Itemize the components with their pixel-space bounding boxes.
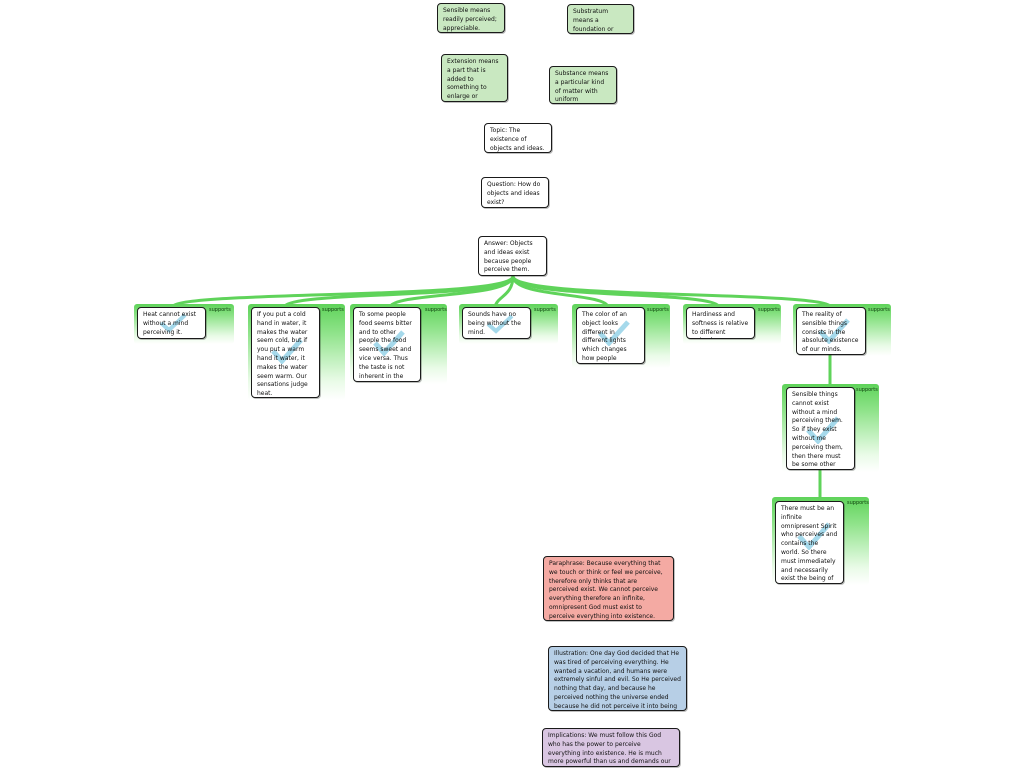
reason-spirit[interactable]: There must be an infinite omnipresent Sp… [775, 501, 844, 584]
answer-node[interactable]: Answer: Objects and ideas exist because … [478, 236, 547, 276]
supports-label-reality: supports [868, 307, 890, 313]
reason-food[interactable]: To some people food seems bitter and to … [353, 307, 421, 382]
supports-label-heat: supports [209, 307, 231, 313]
answer-text: Answer: Objects and ideas exist because … [484, 240, 533, 274]
reason-hardiness[interactable]: Hardiness and softness is relative to di… [686, 307, 755, 339]
paraphrase-text: Paraphrase: Because everything that we t… [549, 560, 663, 620]
reason-food-text: To some people food seems bitter and to … [359, 311, 412, 380]
definition-sensible-text: Sensible means readily perceived; apprec… [443, 7, 497, 32]
connector-answer-hardiness [511, 274, 721, 309]
definition-sensible[interactable]: Sensible means readily perceived; apprec… [437, 3, 505, 33]
reason-color[interactable]: The color of an object looks different i… [576, 307, 645, 364]
reason-reality[interactable]: The reality of sensible things consists … [796, 307, 866, 355]
definition-extension[interactable]: Extension means a part that is added to … [441, 54, 508, 102]
reason-sounds-text: Sounds have no being without the mind. [468, 311, 521, 336]
question-text: Question: How do objects and ideas exist… [487, 181, 541, 206]
illustration-node[interactable]: Illustration: One day God decided that H… [548, 646, 687, 711]
implications-text: Implications: We must follow this God wh… [548, 732, 671, 766]
reason-water[interactable]: If you put a cold hand in water, it make… [251, 307, 320, 398]
reason-spirit-text: There must be an infinite omnipresent Sp… [781, 505, 838, 583]
illustration-text: Illustration: One day God decided that H… [554, 650, 681, 710]
reason-water-text: If you put a cold hand in water, it make… [257, 311, 308, 398]
supports-label-color: supports [647, 307, 669, 313]
question-node[interactable]: Question: How do objects and ideas exist… [481, 177, 549, 208]
paraphrase-node[interactable]: Paraphrase: Because everything that we t… [543, 556, 674, 621]
topic-node[interactable]: Topic: The existence of objects and idea… [484, 123, 552, 153]
connector-answer-water [282, 274, 515, 309]
definition-extension-text: Extension means a part that is added to … [447, 58, 499, 101]
reason-heat-text: Heat cannot exist without a mind perceiv… [143, 311, 196, 336]
supports-label-spirit: supports [847, 500, 869, 506]
implications-node[interactable]: Implications: We must follow this God wh… [542, 728, 680, 767]
definition-substratum[interactable]: Substratum means a foundation or basis o… [567, 4, 634, 34]
connector-answer-reality [511, 274, 833, 309]
supports-label-other-mind: supports [856, 387, 878, 393]
topic-text: Topic: The existence of objects and idea… [490, 127, 545, 152]
reason-heat[interactable]: Heat cannot exist without a mind perceiv… [137, 307, 206, 339]
supports-label-hardiness: supports [758, 307, 780, 313]
supports-label-food: supports [425, 307, 447, 313]
definition-substance-text: Substance means a particular kind of mat… [555, 70, 609, 104]
definition-substance[interactable]: Substance means a particular kind of mat… [549, 66, 617, 104]
connector-answer-food [388, 274, 515, 309]
connector-answer-heat [170, 274, 515, 309]
reason-other-mind-text: Sensible things cannot exist without a m… [792, 391, 843, 469]
reason-color-text: The color of an object looks different i… [582, 311, 627, 362]
definition-substratum-text: Substratum means a foundation or basis o… [573, 8, 614, 33]
supports-label-sounds: supports [534, 307, 556, 313]
reason-sounds[interactable]: Sounds have no being without the mind. [462, 307, 531, 339]
reason-other-mind[interactable]: Sensible things cannot exist without a m… [786, 387, 855, 470]
reason-hardiness-text: Hardiness and softness is relative to di… [692, 311, 749, 338]
supports-label-water: supports [322, 307, 344, 313]
reason-reality-text: The reality of sensible things consists … [802, 311, 859, 354]
